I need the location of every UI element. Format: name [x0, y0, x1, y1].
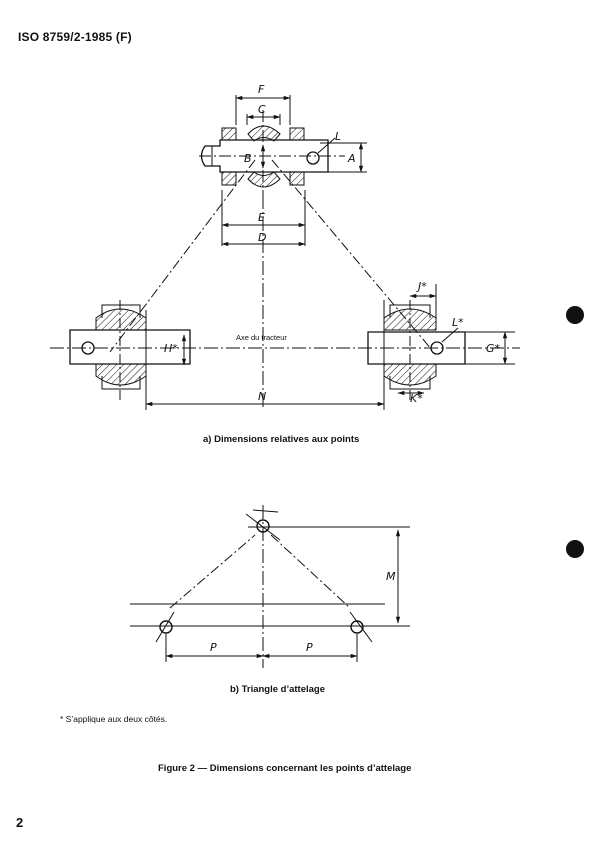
label-C: C	[258, 103, 266, 116]
right-lower-point	[367, 284, 515, 410]
page-number: 2	[16, 815, 24, 830]
label-D: D	[258, 231, 266, 244]
label-L-right: L*	[452, 316, 464, 329]
label-A: A	[347, 152, 356, 165]
label-F: F	[258, 83, 265, 96]
label-P-right: P	[306, 641, 313, 654]
figure-a-drawing	[50, 95, 520, 410]
label-E: E	[258, 211, 265, 224]
label-K: K*	[410, 392, 423, 405]
figure-b-drawing	[130, 505, 410, 668]
figure-title: Figure 2 — Dimensions concernant les poi…	[158, 763, 412, 774]
punch-hole-bottom	[566, 540, 584, 558]
label-H: H*	[164, 342, 178, 355]
figure-b-caption: b) Triangle d’attelage	[230, 684, 326, 695]
label-G: G*	[486, 342, 501, 355]
footnote: * S’applique aux deux côtés.	[60, 714, 168, 724]
label-J: J*	[416, 280, 427, 293]
figure-a-caption: a) Dimensions relatives aux points	[203, 434, 360, 445]
label-N: N	[258, 390, 266, 403]
top-dimensions	[221, 95, 367, 247]
document-header: ISO 8759/2-1985 (F)	[18, 30, 132, 44]
punch-hole-top	[566, 306, 584, 324]
label-M: M	[386, 570, 396, 583]
label-L-top: L	[335, 130, 341, 143]
label-P-left: P	[210, 641, 217, 654]
axis-label: Axe du tracteur	[236, 333, 287, 342]
top-hitch-point	[199, 110, 345, 200]
label-B: B	[244, 152, 252, 165]
left-lower-point	[69, 300, 191, 410]
